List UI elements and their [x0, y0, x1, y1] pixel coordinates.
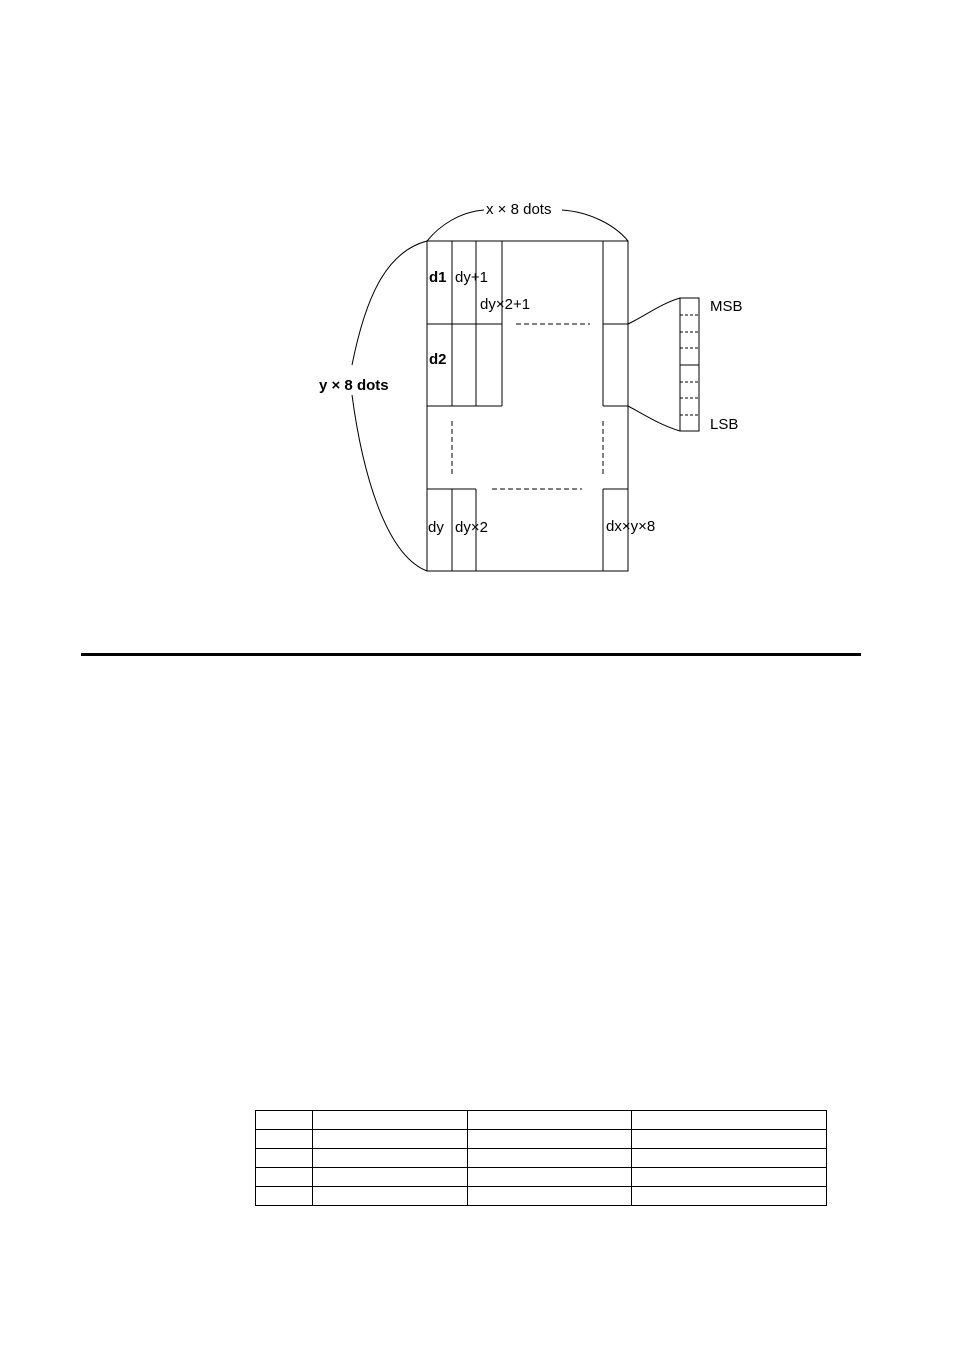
- dy-label: dy: [428, 519, 444, 536]
- table-cell: [631, 1148, 827, 1168]
- table-cell: [467, 1148, 632, 1168]
- table-cell: [312, 1167, 468, 1187]
- width-label: x × 8 dots: [486, 201, 551, 218]
- table-row: [255, 1110, 827, 1130]
- table-cell: [312, 1110, 468, 1130]
- top-left-columns: [427, 241, 503, 407]
- table-cell: [467, 1186, 632, 1206]
- bottom-left-columns: [427, 488, 477, 571]
- table-cell: [255, 1167, 313, 1187]
- table-row: [255, 1148, 827, 1168]
- table-row: [255, 1129, 827, 1149]
- d1-label: d1: [429, 269, 447, 286]
- table-cell: [467, 1110, 632, 1130]
- dy-x2-plus-1-label: dy×2+1: [480, 296, 530, 313]
- table-cell: [631, 1129, 827, 1149]
- lsb-label: LSB: [710, 416, 738, 433]
- table-cell: [631, 1110, 827, 1130]
- table-cell: [255, 1186, 313, 1206]
- continuation-dashes: [451, 323, 604, 490]
- horizontal-rule: [81, 653, 861, 656]
- table-row: [255, 1186, 827, 1206]
- bit-image-layout-diagram: x × 8 dots y × 8 dots d1 dy+1 dy×2+1 d2 …: [319, 201, 743, 572]
- table-cell: [467, 1167, 632, 1187]
- right-column: [602, 241, 628, 571]
- dy-plus-1-label: dy+1: [455, 269, 488, 286]
- d2-label: d2: [429, 351, 447, 368]
- last-byte-label: dx×y×8: [606, 518, 655, 535]
- table-cell: [255, 1148, 313, 1168]
- table-cell: [467, 1129, 632, 1149]
- width-brace: [426, 209, 629, 242]
- table-cell: [631, 1167, 827, 1187]
- table-cell: [631, 1186, 827, 1206]
- height-label: y × 8 dots: [319, 377, 389, 394]
- height-brace: [351, 240, 428, 572]
- table-row: [255, 1167, 827, 1187]
- zoom-connectors: [627, 297, 681, 432]
- byte-bit-box: [679, 297, 700, 432]
- dy-x2-label: dy×2: [455, 519, 488, 536]
- table-cell: [312, 1129, 468, 1149]
- table-cell: [255, 1110, 313, 1130]
- empty-table: [255, 1110, 827, 1206]
- table-cell: [312, 1148, 468, 1168]
- table-cell: [312, 1186, 468, 1206]
- msb-label: MSB: [710, 298, 743, 315]
- table-cell: [255, 1129, 313, 1149]
